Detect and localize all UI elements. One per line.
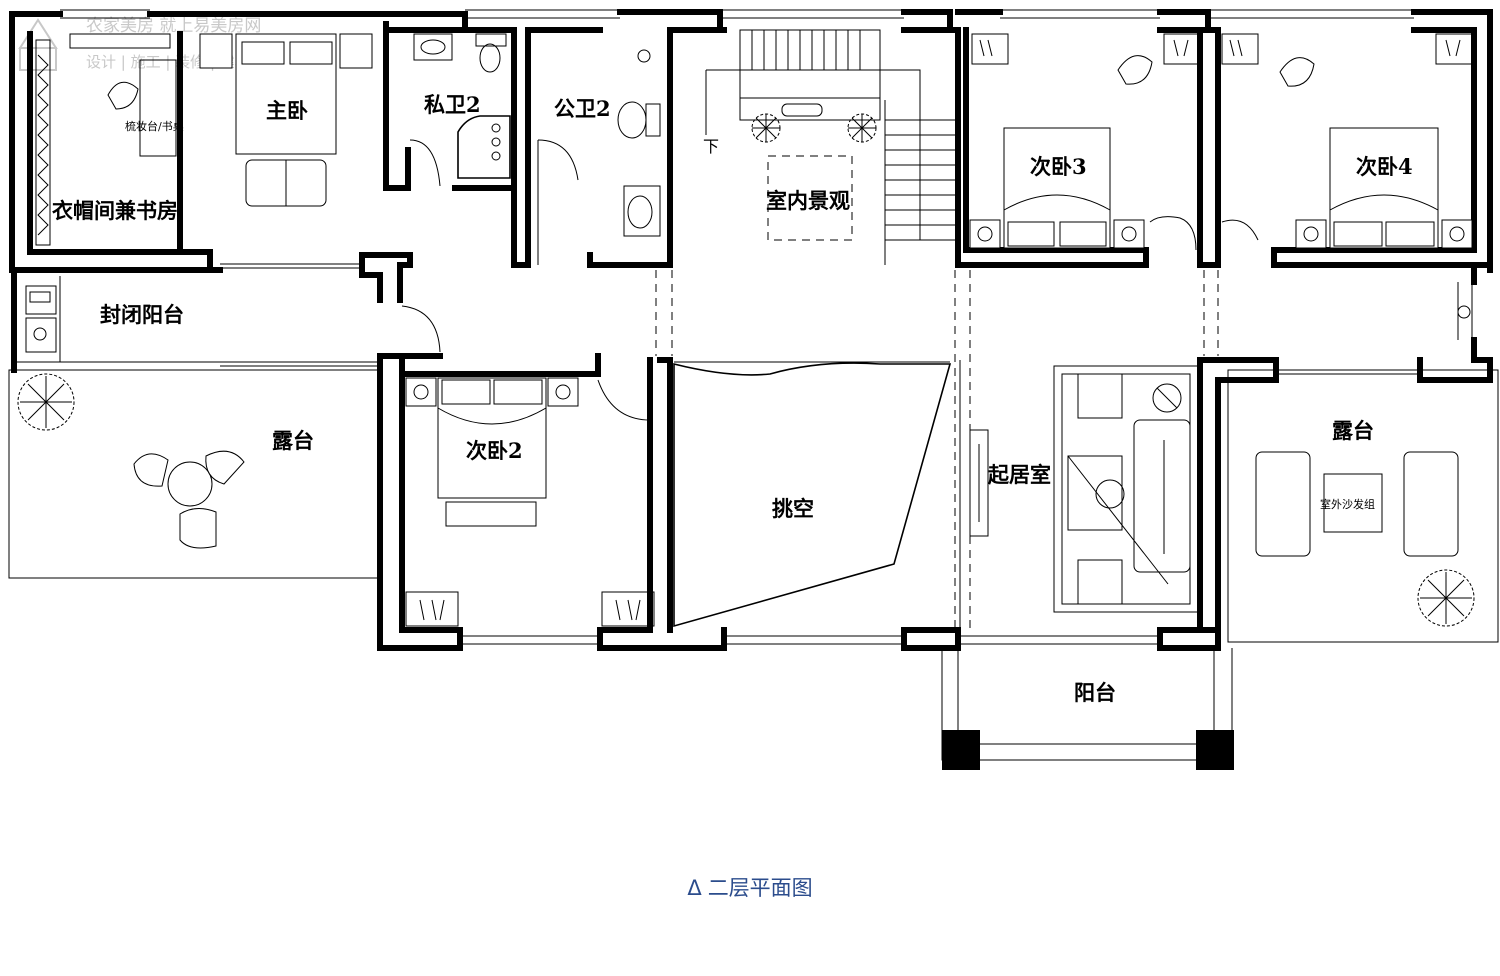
floor-plan: 农家美房 就上易美房网 设计 | 施工 | 装修 | 建材 | 家居	[8, 9, 1499, 770]
plant-icon	[847, 113, 877, 143]
wardrobe: 梳妆台/书桌	[35, 33, 184, 246]
bedroom3-furniture	[969, 33, 1201, 251]
label-stairs-down: 下	[703, 137, 719, 156]
plant-icon	[17, 373, 75, 431]
label-bedroom4: 次卧4	[1356, 154, 1413, 179]
room-labels: 主卧 衣帽间兼书房 私卫2 公卫2 室内景观 次卧3 次卧4 封闭阳台 露台 次…	[52, 92, 1413, 705]
label-bedroom3: 次卧3	[1030, 154, 1087, 179]
label-master-bedroom: 主卧	[266, 98, 308, 123]
right-terrace-furniture: 室外沙发组	[1255, 305, 1475, 627]
bedroom2-furniture	[405, 377, 655, 627]
label-living-room: 起居室	[987, 462, 1051, 487]
plant-icon	[751, 113, 781, 143]
public-bath-fixtures	[537, 49, 661, 265]
label-balcony: 阳台	[1074, 680, 1116, 705]
bedroom4-furniture	[1221, 33, 1473, 249]
caption-text: 二层平面图	[707, 876, 813, 900]
master-bed	[199, 33, 373, 207]
label-enclosed-balcony: 封闭阳台	[100, 302, 184, 327]
label-terrace-right: 露台	[1332, 418, 1374, 443]
balcony-fixtures	[25, 285, 441, 353]
plant-icon	[1417, 569, 1475, 627]
walls	[9, 9, 1493, 651]
left-terrace-furniture	[17, 373, 245, 549]
label-outdoor-sofa: 室外沙发组	[1320, 497, 1375, 511]
private-bath-fixtures	[409, 33, 511, 187]
staircase: 下	[703, 29, 958, 265]
living-room-furniture	[969, 365, 1199, 613]
thin-lines	[8, 9, 1499, 770]
label-bedroom2: 次卧2	[466, 438, 523, 463]
label-public-bath: 公卫2	[554, 96, 611, 121]
indoor-landscape	[751, 113, 877, 241]
void-area	[673, 360, 961, 630]
label-indoor-landscape: 室内景观	[766, 188, 850, 213]
triangle-icon: Δ	[687, 876, 702, 900]
watermark-title: 农家美房 就上易美房网	[86, 16, 261, 36]
label-private-bath: 私卫2	[424, 92, 481, 117]
label-terrace-left: 露台	[272, 428, 314, 453]
label-dressing-table: 梳妆台/书桌	[125, 119, 184, 133]
label-cloakroom-study: 衣帽间兼书房	[52, 198, 178, 223]
label-void: 挑空	[772, 496, 814, 521]
